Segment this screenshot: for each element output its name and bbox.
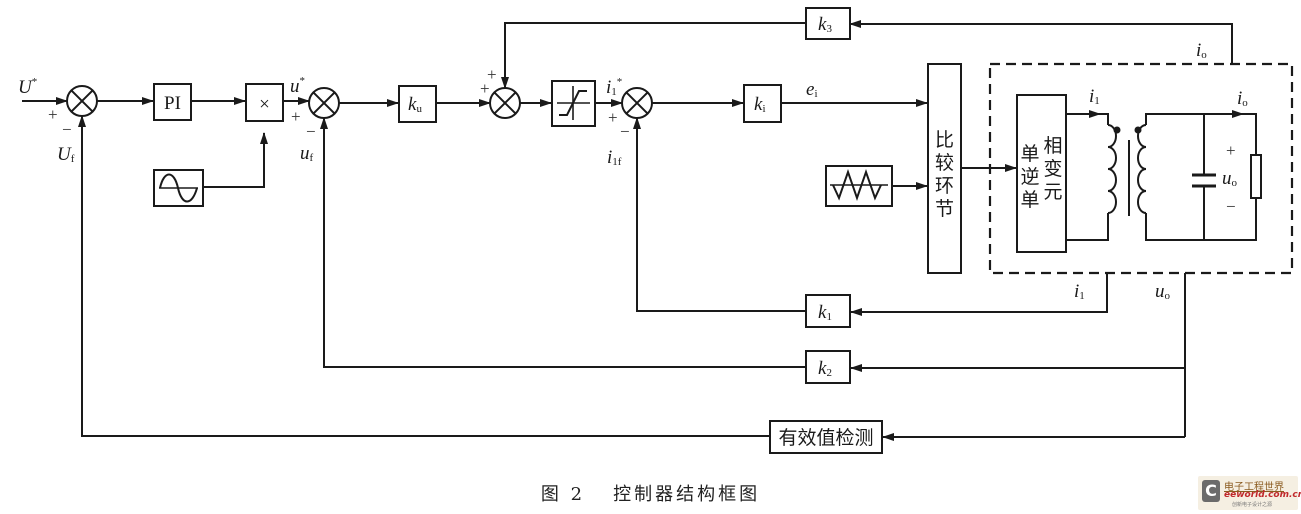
comparator-char-3: 环 (935, 175, 954, 197)
label-i1-circuit: i1 (1089, 86, 1100, 107)
inverter-char-6: 元 (1043, 181, 1062, 203)
sign-uo-minus: − (1226, 197, 1236, 216)
current-limiter-block (551, 80, 596, 127)
label-i1-feedback: i1 (1074, 281, 1085, 302)
secondary-coil (1137, 124, 1147, 214)
power-stage-boundary (988, 62, 1294, 275)
ku-label: ku (408, 94, 422, 115)
wire-i1-k1 (850, 273, 1108, 316)
inverter-block: 单 逆 单 相 变 元 (1016, 94, 1067, 253)
label-U-f: Uf (57, 144, 75, 165)
sign-sum1-plus: + (48, 105, 58, 124)
multiplier-label: × (259, 94, 270, 115)
caption-title: 控制器结构框图 (613, 484, 761, 505)
label-i1-ref: i1* (606, 76, 622, 98)
dot-secondary (1134, 126, 1142, 134)
sign-sum2-plus: + (291, 107, 301, 126)
triangle-wave-icon (830, 168, 888, 202)
pi-label: PI (164, 93, 181, 114)
comparator-char-4: 节 (935, 198, 954, 220)
inverter-char-1: 单 (1020, 143, 1039, 165)
wire-k1-sum4 (633, 117, 806, 312)
eeworld-logo-icon: C (1202, 480, 1220, 502)
sign-sum1-minus: − (62, 120, 72, 139)
label-u-ref: u* (290, 75, 305, 97)
wire-k3-sum3 (501, 22, 806, 89)
triangle-carrier-block (825, 165, 893, 207)
summing-junction-4 (621, 87, 653, 119)
watermark-en: eeworld.com.cn (1224, 490, 1301, 500)
k3-label: k3 (818, 14, 832, 35)
label-u-f: uf (300, 143, 314, 164)
load-resistor-icon (1250, 154, 1262, 199)
comparator-block: 比 较 环 节 (927, 63, 962, 274)
sine-source-block (153, 169, 204, 207)
ki-gain-block: ki (743, 84, 782, 123)
label-io-circuit: io (1237, 88, 1248, 109)
capacitor-icon (1192, 114, 1216, 240)
sign-uo-plus: + (1226, 141, 1236, 160)
rms-detector-label: 有效值检测 (778, 427, 873, 449)
ku-gain-block: ku (398, 85, 437, 123)
transformer-circuit (1066, 110, 1262, 241)
summing-junction-2 (308, 87, 340, 119)
inverter-char-2: 逆 (1020, 166, 1039, 188)
multiplier-block: × (245, 83, 284, 122)
comparator-char-2: 较 (935, 152, 954, 174)
summing-junction-1 (66, 85, 98, 117)
primary-coil (1107, 124, 1117, 214)
label-e-i: ei (806, 79, 818, 100)
sine-wave-icon (159, 173, 198, 203)
wire-k2-sum2 (320, 117, 806, 368)
sign-sum2-minus: − (306, 122, 316, 141)
dot-primary (1113, 126, 1121, 134)
summing-junction-3 (489, 87, 521, 119)
wire-rms-sum1 (78, 115, 770, 437)
sign-sum3-plus-left: + (480, 79, 490, 98)
sign-sum4-minus: − (620, 122, 630, 141)
inverter-char-5: 变 (1043, 158, 1062, 180)
k1-label: k1 (818, 302, 832, 323)
label-uo-feedback: uo (1155, 281, 1171, 302)
k3-gain-block: k3 (805, 7, 851, 40)
label-uo-circuit: uo (1222, 168, 1238, 189)
eeworld-watermark: C 电子工程世界 eeworld.com.cn 创新电子设计之源 (1198, 476, 1301, 510)
inverter-char-3: 单 (1020, 189, 1039, 211)
label-i1f: i1f (607, 147, 622, 168)
watermark-cn: 电子工程世界 (1224, 482, 1284, 493)
sign-sum3-plus-top: + (487, 65, 497, 84)
sign-sum4-plus: + (608, 108, 618, 127)
rms-detector-block: 有效值检测 (769, 420, 883, 454)
wire-io-k3 (849, 20, 1233, 64)
figure-caption: 图 2 控制器结构框图 (0, 480, 1301, 506)
saturation-icon (557, 86, 590, 120)
inverter-char-4: 相 (1043, 135, 1062, 157)
comparator-char-1: 比 (935, 129, 954, 151)
k1-gain-block: k1 (805, 294, 851, 328)
label-io-top: io (1196, 40, 1207, 61)
k2-gain-block: k2 (805, 350, 851, 384)
wire-sine-mult (203, 132, 268, 188)
pi-controller-block: PI (153, 83, 192, 121)
label-U-ref: U* (18, 76, 37, 98)
controller-block-diagram: PI × ku ki k3 k1 k2 (18, 7, 1294, 454)
ki-label: ki (754, 94, 766, 115)
watermark-tagline: 创新电子设计之源 (1232, 502, 1273, 508)
caption-number: 图 2 (540, 484, 586, 505)
k2-label: k2 (818, 358, 832, 379)
